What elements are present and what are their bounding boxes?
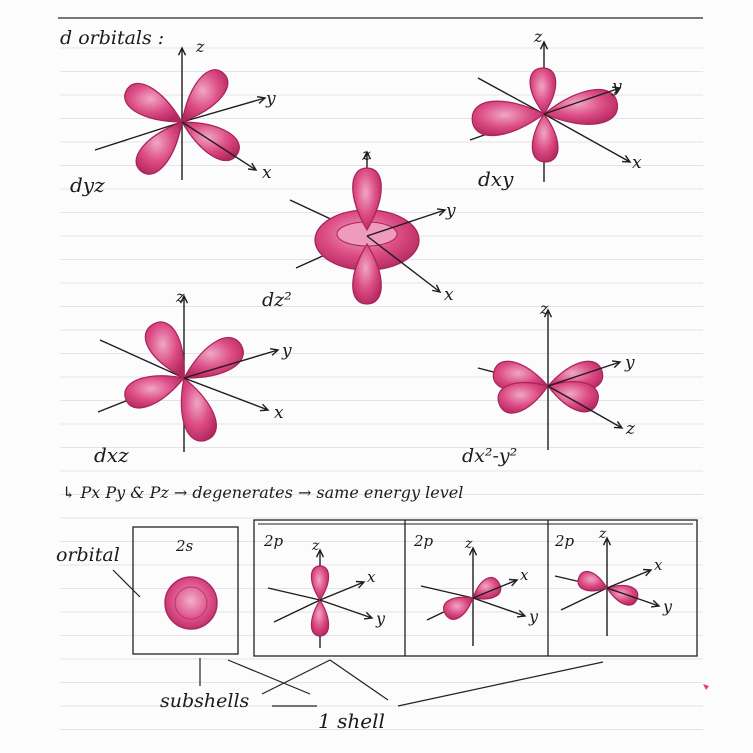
dx2y2-lobe-l2: [498, 383, 548, 414]
s-sphere: [165, 577, 217, 629]
dyz-x-label: x: [262, 163, 272, 183]
pz-orbital-y-axis: [320, 600, 372, 618]
dz2-label: dz²: [262, 289, 292, 311]
dxz-x-label: x: [274, 403, 284, 423]
pz-orbital-y-label: y: [375, 609, 386, 628]
px-orbital-lobe-b: [444, 597, 473, 619]
dz2-x-label: x: [444, 285, 454, 305]
dxy-lobe-left: [472, 101, 544, 135]
pz-orbital-y-back: [268, 588, 320, 600]
pz-orbital: z x y: [268, 538, 386, 648]
py-orbital-lobe-a: [578, 571, 607, 590]
px-orbital-x-label: x: [520, 566, 529, 584]
dxy-y-label: y: [611, 77, 622, 97]
orbital-label: orbital: [56, 544, 120, 566]
dxz-y-label: y: [281, 341, 292, 361]
dyz-x-axis-head: [248, 163, 256, 170]
dyz-z-label: z: [195, 37, 205, 56]
dz2-y-label: y: [445, 201, 456, 221]
subshells-label: subshells: [160, 690, 250, 712]
dyz-lobe-1: [125, 83, 182, 122]
dxy-z-label: z: [533, 27, 543, 46]
connector-shell-b: [398, 662, 603, 706]
box-2p1-label: 2p: [263, 532, 284, 550]
dx2y2-x-label: z: [625, 419, 636, 439]
py-orbital-lobe-b: [607, 586, 638, 606]
py-orbital-x-label: x: [654, 556, 663, 574]
dxz-lobe-tr: [184, 338, 243, 379]
pz-orbital-lobe-b: [311, 600, 328, 636]
dxz-label: dxz: [94, 443, 129, 467]
px-orbital-z-label: z: [464, 536, 473, 552]
px-orbital-y-label: y: [528, 607, 539, 626]
dxy-lobe-top: [530, 68, 556, 114]
dxz-lobe-bl: [125, 376, 184, 408]
dyz-lobe-0: [182, 70, 228, 122]
dxy-orbital: z y x: [470, 27, 642, 182]
dyz-orbital: z y x: [95, 37, 276, 183]
px-orbital-y-axis: [473, 598, 525, 616]
dz2-z-label: z: [361, 145, 371, 164]
dx2y2-z-label: z: [539, 299, 549, 318]
s-orbital: [165, 577, 217, 629]
pz-orbital-z-label: z: [311, 538, 320, 554]
py-orbital-x-back: [561, 588, 607, 610]
py-orbital-y-label: y: [662, 597, 673, 616]
connector-subshell-b: [262, 660, 330, 694]
dxz-lobe-br: [181, 378, 216, 441]
dxy-lobe-bottom: [532, 114, 558, 162]
py-orbital-z-label: z: [598, 526, 607, 542]
dx2y2-lobe-r2: [548, 382, 598, 412]
dx2y2-label: dx²-y²: [462, 445, 517, 467]
connector-shell-a: [330, 660, 388, 700]
dyz-label: dyz: [70, 173, 105, 197]
dz2-orbital: z y x: [290, 145, 456, 305]
pz-orbital-lobe-a: [311, 566, 328, 600]
degeneracy-note: ↳ Px Py & Pz → degenerates → same energy…: [62, 483, 463, 502]
connector-subshell-a: [228, 660, 310, 694]
shell-label: 1 shell: [318, 709, 385, 733]
pz-orbital-x-label: x: [367, 568, 376, 586]
dx2y2-orbital: z y z: [478, 299, 636, 450]
py-orbital-x-axis: [607, 570, 651, 588]
orbital-pointer: [113, 570, 140, 597]
page-title: d orbitals :: [60, 27, 164, 49]
dxz-z-label: z: [175, 287, 185, 306]
pink-mark: [703, 684, 709, 690]
box-2p3-label: 2p: [554, 532, 575, 550]
dxy-label: dxy: [478, 167, 514, 191]
px-orbital-y-back: [421, 586, 473, 598]
box-2s-label: 2s: [175, 537, 194, 555]
dx2y2-y-label: y: [624, 353, 635, 373]
box-2p2-label: 2p: [413, 532, 434, 550]
px-orbital: z x y: [421, 536, 539, 646]
dyz-y-label: y: [265, 89, 276, 109]
dxz-orbital: z y x: [98, 287, 292, 452]
dxy-x-label: x: [632, 153, 642, 173]
